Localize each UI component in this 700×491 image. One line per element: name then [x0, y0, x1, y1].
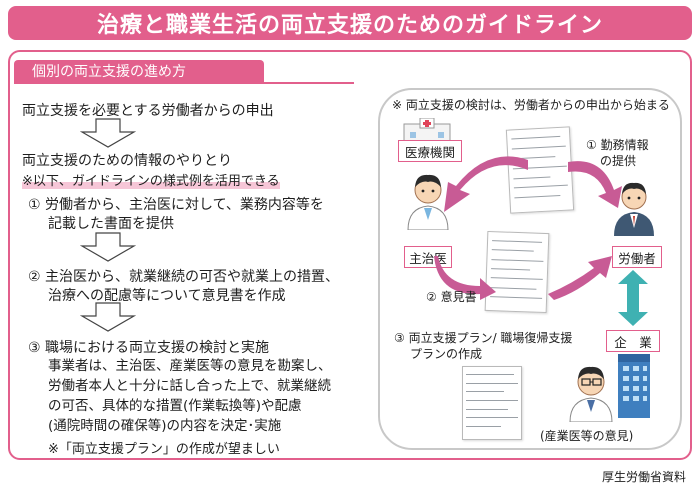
item3-note: ※「両立支援プラン」の作成が望ましい: [48, 442, 280, 457]
item3-body-line: の可否、具体的な措置(作業転換等)や配慮: [48, 398, 302, 414]
item2-line2: 治療への配慮等について意見書を作成: [48, 288, 286, 304]
item2-line1: ② 主治医から、就業継続の可否や就業上の措置、: [28, 269, 339, 285]
down-arrow-icon: [80, 302, 136, 332]
doctor-icon: [407, 174, 449, 230]
support-plan-document: [462, 366, 522, 440]
down-arrow-icon: [80, 118, 136, 148]
content-panel: [8, 50, 692, 460]
arrow-to-worker-icon: [548, 256, 612, 300]
step3-label-line1: ③ 両立支援プラン/ 職場復帰支援: [394, 331, 573, 345]
step2-text: 両立支援のための情報のやりとり: [22, 153, 232, 169]
step1-label-line2: の提供: [600, 154, 637, 168]
section-heading: 個別の両立支援の進め方: [14, 60, 264, 82]
diagram-frame: [378, 88, 682, 450]
step2-note-text: ※以下、ガイドラインの様式例を活用できる: [22, 174, 280, 189]
step3-label-line2: プランの作成: [410, 347, 483, 361]
occupational-doctor-label: (産業医等の意見): [540, 429, 634, 443]
item3-body: 事業者は、主治医、産業医等の意見を勘案し、 労働者本人と十分に話し合った上で、就…: [48, 356, 332, 436]
item1-line2: 記載した書面を提供: [48, 216, 174, 232]
source-footer: 厚生労働省資料: [601, 470, 686, 484]
item1-line1: ① 労働者から、主治医に対して、業務内容等を: [28, 197, 324, 213]
step2-note: ※以下、ガイドラインの様式例を活用できる: [22, 170, 280, 189]
worker-company-arrow-icon: [618, 270, 648, 326]
doctor-label: 主治医: [404, 246, 452, 268]
company-label: 企 業: [606, 330, 660, 352]
worker-icon: [614, 182, 654, 236]
section-underline: [14, 82, 354, 84]
item3-body-line: (通院時間の確保等)の内容を決定･実施: [48, 418, 282, 434]
item3-body-line: 事業者は、主治医、産業医等の意見を勘案し、: [48, 358, 332, 374]
step1-text: 両立支援を必要とする労働者からの申出: [22, 103, 274, 119]
arrow-from-worker-icon: [568, 161, 622, 208]
arrow-to-doctor-icon: [444, 156, 528, 212]
step1-label-line1: ① 勤務情報: [586, 138, 649, 152]
item3-body-line: 労働者本人と十分に話し合った上で、就業継続: [48, 378, 331, 394]
company-building-icon: [618, 354, 650, 418]
worker-label: 労働者: [612, 246, 662, 268]
diagram-note: ※ 両立支援の検討は、労働者からの申出から始まる: [392, 98, 670, 112]
occupational-doctor-icon: [569, 366, 613, 422]
step2-label: ② 意見書: [426, 290, 477, 304]
down-arrow-icon: [80, 232, 136, 262]
item3-heading: ③ 職場における両立支援の検討と実施: [28, 340, 269, 356]
arrow-opinion-icon: [434, 256, 496, 300]
hospital-label: 医療機関: [398, 140, 462, 162]
page-title: 治療と職業生活の両立支援のためのガイドライン: [8, 6, 692, 40]
